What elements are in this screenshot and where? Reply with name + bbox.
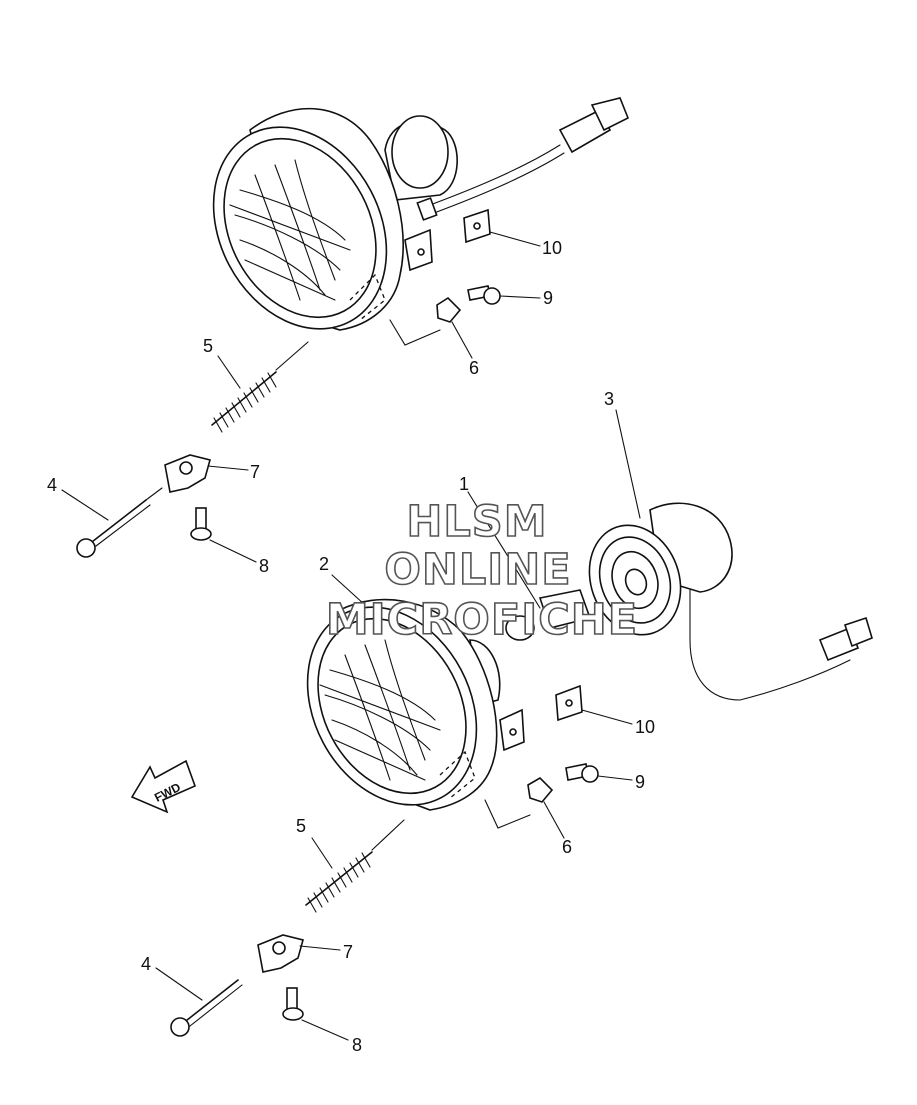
callout-3: 3 bbox=[604, 389, 614, 409]
watermark: HLSM ONLINE MICROFICHE bbox=[325, 496, 638, 646]
lower-headlight-icon bbox=[306, 598, 531, 829]
callout-4-upper: 4 bbox=[47, 475, 57, 495]
lower-adjust-screw-icon bbox=[170, 979, 243, 1037]
bulb-icon bbox=[505, 589, 592, 641]
upper-clip-nut-icon bbox=[463, 208, 491, 244]
callout-10-lower: 10 bbox=[635, 717, 655, 737]
fwd-arrow-icon: FWD bbox=[130, 759, 197, 814]
callout-5-upper: 5 bbox=[203, 336, 213, 356]
watermark-line-1: HLSM bbox=[406, 497, 547, 547]
upper-leader-lines bbox=[61, 231, 541, 563]
callout-6-lower: 6 bbox=[562, 837, 572, 857]
upper-callouts: 10 9 6 5 7 4 8 bbox=[47, 238, 562, 576]
upper-screw-8-icon bbox=[190, 507, 212, 541]
callout-6-upper: 6 bbox=[469, 358, 479, 378]
upper-bracket-icon bbox=[164, 454, 211, 493]
upper-nut-6-icon bbox=[436, 296, 462, 323]
upper-adjust-screw-icon bbox=[76, 487, 163, 558]
upper-screw-9-icon bbox=[467, 285, 501, 305]
upper-spring-icon bbox=[211, 341, 309, 433]
callout-8-lower: 8 bbox=[352, 1035, 362, 1055]
lower-spring-icon bbox=[305, 819, 405, 913]
lower-bracket-icon bbox=[257, 934, 304, 973]
callout-7-lower: 7 bbox=[343, 942, 353, 962]
lower-clip-nut-icon bbox=[555, 684, 583, 722]
callout-8-upper: 8 bbox=[259, 556, 269, 576]
callout-4-lower: 4 bbox=[141, 954, 151, 974]
callout-2: 2 bbox=[319, 554, 329, 574]
callout-1: 1 bbox=[459, 474, 469, 494]
callout-10-upper: 10 bbox=[542, 238, 562, 258]
lower-screw-9-icon bbox=[565, 763, 599, 783]
callout-5-lower: 5 bbox=[296, 816, 306, 836]
watermark-line-3: MICROFICHE bbox=[326, 595, 638, 645]
lower-nut-6-icon bbox=[527, 776, 554, 803]
lower-screw-8-icon bbox=[282, 987, 304, 1021]
lower-callouts: 3 1 2 10 9 6 5 7 4 8 bbox=[141, 389, 655, 1055]
callout-9-upper: 9 bbox=[543, 288, 553, 308]
callout-7-upper: 7 bbox=[250, 462, 260, 482]
bulb-socket-cord-icon bbox=[588, 502, 873, 701]
lower-leader-lines bbox=[155, 409, 641, 1041]
upper-headlight-icon bbox=[212, 97, 630, 346]
watermark-line-2: ONLINE bbox=[384, 545, 571, 595]
callout-9-lower: 9 bbox=[635, 772, 645, 792]
